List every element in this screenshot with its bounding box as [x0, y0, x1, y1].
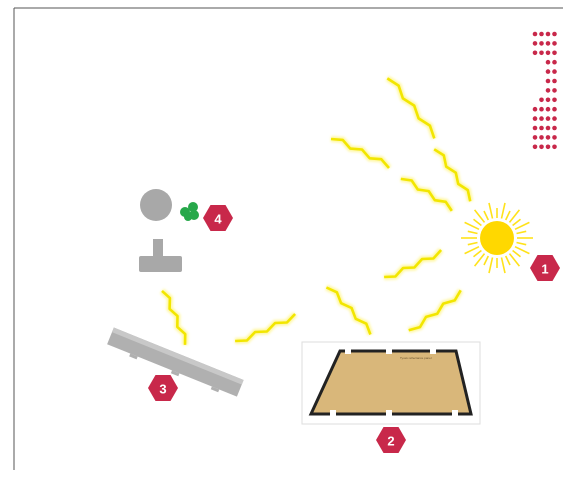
badge-sun: 1 [530, 255, 560, 281]
sun-core [480, 221, 514, 255]
matrix-dot [552, 51, 557, 56]
sun-ray [517, 231, 527, 233]
matrix-dot [552, 32, 557, 37]
sun-ray [515, 222, 529, 229]
matrix-dot [533, 32, 538, 37]
matrix-dot [533, 107, 538, 112]
light-ray-glow [409, 290, 461, 330]
light-ray-glow [434, 149, 470, 201]
light-ray [384, 250, 441, 277]
light-ray-glow [326, 288, 370, 335]
matrix-dot [546, 107, 551, 112]
sun-ray [489, 203, 493, 219]
matrix-dot [539, 51, 544, 56]
matrix-dot [539, 107, 544, 112]
panel-caption: Tyvek reflectance panel [400, 356, 432, 360]
matrix-dot [539, 41, 544, 46]
light-ray [162, 291, 185, 345]
plant-icon [180, 202, 199, 221]
matrix-dot [552, 79, 557, 84]
matrix-dot [552, 60, 557, 65]
svg-text:2: 2 [387, 434, 394, 449]
sun-ray [474, 251, 482, 257]
matrix-dot [546, 51, 551, 56]
svg-text:4: 4 [214, 212, 222, 227]
light-ray-glow [384, 250, 441, 277]
light-ray [409, 290, 461, 330]
sun-ray [484, 256, 488, 265]
sun-ray [506, 211, 510, 220]
light-ray-glow [235, 314, 295, 341]
matrix-dot [546, 116, 551, 121]
matrix-dot [552, 69, 557, 74]
sun-ray [513, 219, 521, 225]
svg-text:3: 3 [159, 382, 166, 397]
sun-ray [515, 247, 529, 254]
matrix-dot [552, 98, 557, 103]
matrix-dot [552, 116, 557, 121]
matrix-dot [552, 88, 557, 93]
sun-ray [506, 256, 510, 265]
matrix-dot [533, 135, 538, 140]
matrix-dot [546, 145, 551, 150]
sun-ray [468, 231, 478, 233]
light-ray-glow [401, 179, 452, 211]
sun-ray [468, 243, 478, 245]
light-ray [401, 179, 452, 211]
dot-matrix-icon [533, 32, 557, 149]
light-ray-glow [162, 291, 185, 345]
matrix-dot [552, 126, 557, 131]
light-ray [235, 314, 295, 341]
reflector-panel-icon: Tyvek reflectance panel [302, 342, 480, 424]
sun-ray [489, 258, 493, 274]
matrix-dot [533, 41, 538, 46]
matrix-dot [546, 60, 551, 65]
sun-ray [502, 203, 506, 219]
matrix-dot [539, 98, 544, 103]
sun-icon [461, 203, 533, 273]
person-head-icon [140, 189, 172, 221]
light-ray [387, 78, 434, 138]
matrix-dot [533, 51, 538, 56]
badge-panel: 2 [376, 427, 406, 453]
light-ray-glow [331, 139, 389, 168]
matrix-dot [533, 116, 538, 121]
matrix-dot [546, 98, 551, 103]
matrix-dot [546, 32, 551, 37]
sun-ray [465, 222, 479, 229]
light-ray [331, 139, 389, 168]
matrix-dot [546, 41, 551, 46]
matrix-dot [539, 32, 544, 37]
matrix-dot [539, 145, 544, 150]
sun-ray [465, 247, 479, 254]
light-ray-glow [387, 78, 434, 138]
matrix-dot [552, 107, 557, 112]
matrix-dot [546, 79, 551, 84]
sun-ray [502, 258, 506, 274]
sun-ray [517, 243, 527, 245]
badge-subject: 4 [203, 205, 233, 231]
light-ray [434, 149, 470, 201]
matrix-dot [539, 135, 544, 140]
sun-ray [484, 211, 488, 220]
sun-ray [513, 251, 521, 257]
matrix-dot [546, 126, 551, 131]
matrix-dot [539, 116, 544, 121]
light-ray [326, 288, 370, 335]
person-body-icon [139, 239, 182, 272]
sun-ray [474, 219, 482, 225]
matrix-dot [552, 145, 557, 150]
matrix-dot [552, 41, 557, 46]
matrix-dot [533, 126, 538, 131]
matrix-dot [552, 135, 557, 140]
matrix-dot [546, 135, 551, 140]
matrix-dot [546, 88, 551, 93]
matrix-dot [539, 126, 544, 131]
badge-mirror: 3 [148, 375, 178, 401]
matrix-dot [546, 69, 551, 74]
matrix-dot [533, 145, 538, 150]
svg-text:1: 1 [541, 262, 548, 277]
